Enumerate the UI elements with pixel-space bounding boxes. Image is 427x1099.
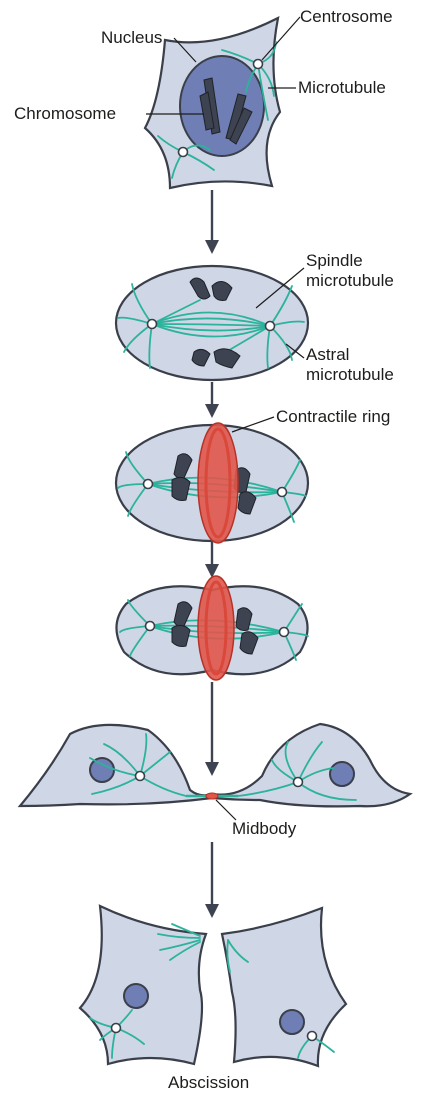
stage-spindle: Spindle microtubule Astral microtubule	[116, 251, 394, 384]
label-contractile-ring: Contractile ring	[276, 407, 390, 426]
label-microtubule: Microtubule	[298, 78, 386, 97]
constricting-ring	[198, 576, 234, 680]
label-centrosome: Centrosome	[300, 7, 393, 26]
daughter-cell-left	[20, 725, 212, 806]
label-abscission: Abscission	[168, 1073, 249, 1092]
stage-abscission: Abscission	[80, 906, 346, 1092]
midbody-centrosome-left	[136, 772, 145, 781]
label-astral-2: microtubule	[306, 365, 394, 384]
arrow-1	[205, 190, 219, 254]
separated-nucleus-left	[124, 984, 148, 1008]
separated-cell-right	[222, 908, 346, 1066]
daughter-nucleus-right	[330, 762, 354, 786]
daughter-nucleus-left	[90, 758, 114, 782]
label-midbody: Midbody	[232, 819, 297, 838]
midbody	[206, 793, 218, 799]
arrow-4	[205, 682, 219, 776]
label-nucleus: Nucleus	[101, 28, 162, 47]
label-astral-1: Astral	[306, 345, 349, 364]
label-spindle-1: Spindle	[306, 251, 363, 270]
spindle-pole-left	[148, 320, 157, 329]
centrosome-2	[179, 148, 188, 157]
centrosome	[254, 60, 263, 69]
midbody-centrosome-right	[294, 778, 303, 787]
nucleus	[180, 56, 264, 156]
arrow-2	[205, 382, 219, 418]
daughter-cell-right	[212, 724, 410, 806]
furrow-pole-right	[280, 628, 289, 637]
arrow-3	[205, 542, 219, 578]
abscission-centrosome-right	[308, 1032, 317, 1041]
separated-nucleus-right	[280, 1010, 304, 1034]
label-spindle-2: microtubule	[306, 271, 394, 290]
stage-midbody: Midbody	[20, 724, 410, 838]
spindle-pole-right	[266, 322, 275, 331]
stage-furrow	[116, 576, 308, 680]
abscission-centrosome-left	[112, 1024, 121, 1033]
arrow-5	[205, 842, 219, 918]
stage-interphase: Nucleus Centrosome Microtubule Chromosom…	[14, 7, 393, 188]
ring-pole-left	[144, 480, 153, 489]
contractile-ring	[198, 423, 238, 543]
stage-contractile-ring: Contractile ring	[116, 407, 390, 543]
label-chromosome: Chromosome	[14, 104, 116, 123]
furrow-pole-left	[146, 622, 155, 631]
ring-pole-right	[278, 488, 287, 497]
